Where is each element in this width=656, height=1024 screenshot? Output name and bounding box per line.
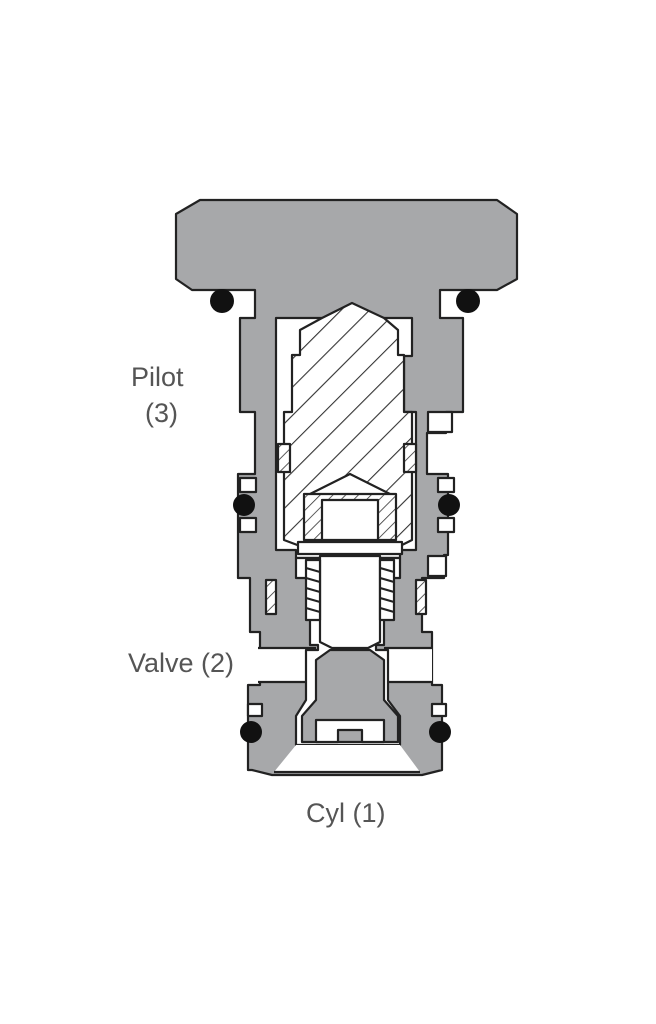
o-ring-bottom-left	[240, 721, 262, 743]
check-poppet-slot	[314, 718, 386, 744]
o-ring-mid-right	[438, 494, 460, 516]
right-port-opening	[384, 648, 432, 682]
spring-left	[304, 558, 322, 622]
o-ring-top-right	[456, 289, 480, 313]
plunger-stem	[318, 554, 382, 650]
o-ring-bottom-right	[429, 721, 451, 743]
pilot-port-number: (3)	[145, 398, 178, 428]
backup-ring-left-mid	[264, 578, 278, 616]
poppet-retainer	[296, 540, 404, 556]
spring-right	[378, 558, 396, 622]
o-ring-mid-left	[233, 494, 255, 516]
o-ring-top-left	[210, 289, 234, 313]
valve-port-label: Valve (2)	[128, 648, 235, 678]
poppet-stem-top	[320, 498, 380, 542]
backup-ring-left-upper	[276, 442, 292, 474]
seal-grooves	[238, 410, 456, 718]
backup-ring-right-mid	[414, 578, 428, 616]
o-rings	[210, 289, 480, 743]
cyl-port-label: Cyl (1)	[306, 798, 386, 828]
cyl-outlet	[274, 745, 420, 772]
pilot-port-label: Pilot	[131, 362, 184, 392]
backup-ring-right-upper	[402, 442, 418, 474]
